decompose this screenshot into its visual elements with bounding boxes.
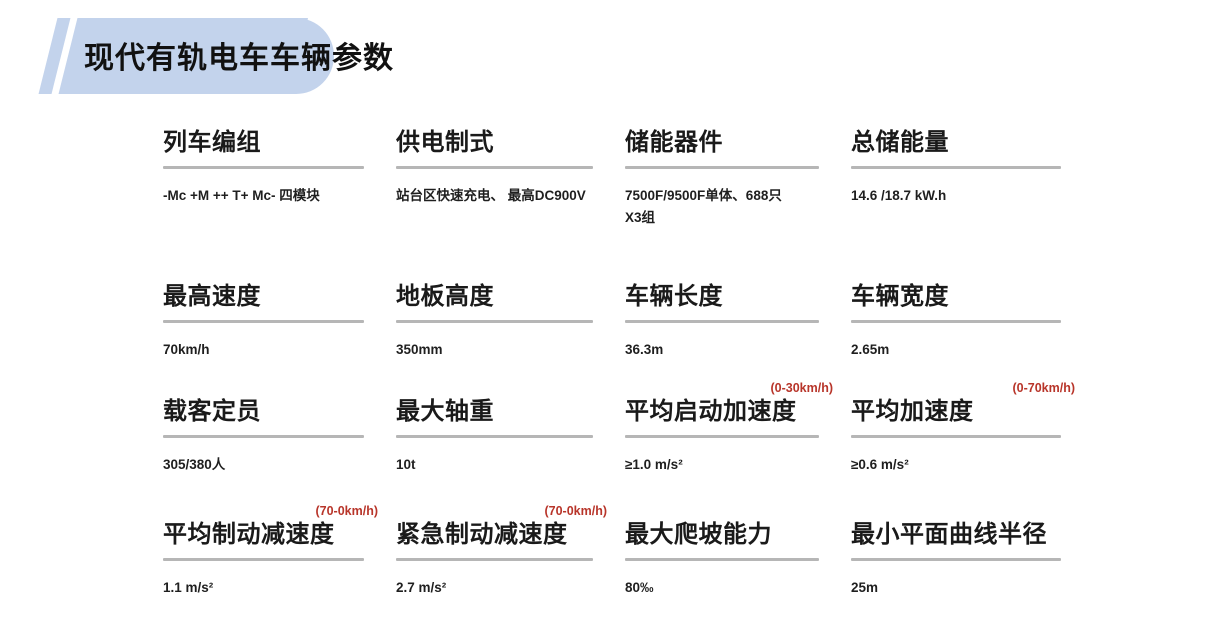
spec-divider — [163, 435, 364, 438]
annotation-spacer — [396, 112, 615, 128]
spec-divider — [851, 320, 1061, 323]
spec-cell: 车辆长度 36.3m — [625, 266, 851, 361]
spec-value: 10t — [396, 457, 416, 472]
spec-value: 350mm — [396, 342, 443, 357]
annotation-spacer — [851, 266, 1083, 282]
spec-title: 紧急制动减速度 — [396, 521, 568, 548]
spec-cell: 列车编组 -Mc +M ++ T+ Mc- 四模块 — [163, 112, 396, 229]
spec-value: -Mc +M ++ T+ Mc- 四模块 — [163, 188, 320, 203]
spec-title: 最大爬坡能力 — [625, 521, 772, 548]
table-row: 最高速度 70km/h 地板高度 350mm 车辆长度 36.3m 车辆宽度 2… — [163, 266, 1093, 361]
spec-divider — [163, 558, 364, 561]
spec-annotation: (0-70km/h) — [1012, 381, 1075, 395]
spec-title: 平均启动加速度 — [625, 398, 797, 425]
spec-title: 最小平面曲线半径 — [851, 521, 1047, 548]
spec-cell: 储能器件 7500F/9500F单体、688只 X3组 — [625, 112, 851, 229]
header-banner-round-cap — [258, 18, 334, 94]
spec-title: 最大轴重 — [396, 398, 494, 425]
spec-title: 供电制式 — [396, 129, 494, 156]
spec-divider — [851, 166, 1061, 169]
spec-cell: 供电制式 站台区快速充电、 最高DC900V — [396, 112, 625, 229]
annotation-spacer — [163, 112, 386, 128]
spec-cell: 最大爬坡能力 80‰ — [625, 504, 851, 599]
spec-annotation: (70-0km/h) — [544, 504, 607, 518]
spec-value: 站台区快速充电、 最高DC900V — [396, 188, 586, 203]
spec-cell: (70-0km/h) 紧急制动减速度 2.7 m/s² — [396, 504, 625, 599]
spec-cell: (0-30km/h) 平均启动加速度 ≥1.0 m/s² — [625, 381, 851, 476]
page-header: 现代有轨电车车辆参数 — [0, 0, 1207, 108]
spec-divider — [163, 320, 364, 323]
spec-value: ≥0.6 m/s² — [851, 457, 909, 472]
spec-divider — [625, 558, 819, 561]
spec-cell: 最大轴重 10t — [396, 381, 625, 476]
spec-title: 车辆长度 — [625, 283, 723, 310]
spec-divider — [396, 558, 593, 561]
spec-divider — [396, 435, 593, 438]
annotation-spacer — [396, 381, 615, 397]
spec-value: 36.3m — [625, 342, 664, 357]
spec-title: 最高速度 — [163, 283, 261, 310]
spec-title: 载客定员 — [163, 398, 261, 425]
annotation-spacer — [163, 266, 386, 282]
spec-value: 305/380人 — [163, 457, 226, 472]
spec-value: 25m — [851, 580, 879, 595]
table-row: 列车编组 -Mc +M ++ T+ Mc- 四模块 供电制式 站台区快速充电、 … — [163, 112, 1093, 229]
spec-divider — [163, 166, 364, 169]
spec-divider — [851, 435, 1061, 438]
spec-value: 2.65m — [851, 342, 890, 357]
spec-title: 地板高度 — [396, 283, 494, 310]
annotation-spacer — [625, 112, 841, 128]
spec-value: 7500F/9500F单体、688只 X3组 — [625, 188, 782, 225]
annotation-spacer — [625, 504, 841, 520]
spec-title: 列车编组 — [163, 129, 261, 156]
spec-divider — [625, 320, 819, 323]
annotation-spacer — [163, 381, 386, 397]
spec-cell: 载客定员 305/380人 — [163, 381, 396, 476]
spec-value: 14.6 /18.7 kW.h — [851, 188, 947, 203]
spec-value: 70km/h — [163, 342, 210, 357]
page-title: 现代有轨电车车辆参数 — [84, 42, 394, 75]
spec-title: 平均加速度 — [851, 398, 974, 425]
spec-table: 列车编组 -Mc +M ++ T+ Mc- 四模块 供电制式 站台区快速充电、 … — [163, 112, 1093, 599]
spec-divider — [625, 435, 819, 438]
spec-divider — [851, 558, 1061, 561]
spec-annotation: (70-0km/h) — [315, 504, 378, 518]
spec-divider — [396, 320, 593, 323]
annotation-spacer — [625, 266, 841, 282]
spec-cell: 总储能量 14.6 /18.7 kW.h — [851, 112, 1093, 229]
spec-title: 总储能量 — [851, 129, 949, 156]
spec-cell: (70-0km/h) 平均制动减速度 1.1 m/s² — [163, 504, 396, 599]
spec-value: 2.7 m/s² — [396, 580, 447, 595]
spec-cell: (0-70km/h) 平均加速度 ≥0.6 m/s² — [851, 381, 1093, 476]
spec-value: 1.1 m/s² — [163, 580, 214, 595]
table-row: (70-0km/h) 平均制动减速度 1.1 m/s² (70-0km/h) 紧… — [163, 504, 1093, 599]
spec-cell: 车辆宽度 2.65m — [851, 266, 1093, 361]
spec-cell: 最高速度 70km/h — [163, 266, 396, 361]
annotation-spacer — [851, 504, 1083, 520]
spec-title: 车辆宽度 — [851, 283, 949, 310]
spec-cell: 地板高度 350mm — [396, 266, 625, 361]
spec-annotation: (0-30km/h) — [770, 381, 833, 395]
spec-cell: 最小平面曲线半径 25m — [851, 504, 1093, 599]
spec-divider — [625, 166, 819, 169]
spec-divider — [396, 166, 593, 169]
spec-value: 80‰ — [625, 580, 654, 595]
annotation-spacer — [851, 112, 1083, 128]
spec-value: ≥1.0 m/s² — [625, 457, 683, 472]
annotation-spacer — [396, 266, 615, 282]
spec-title: 平均制动减速度 — [163, 521, 335, 548]
header-decoration-shape — [38, 18, 334, 94]
table-row: 载客定员 305/380人 最大轴重 10t (0-30km/h) 平均启动加速… — [163, 381, 1093, 476]
spec-title: 储能器件 — [625, 129, 723, 156]
